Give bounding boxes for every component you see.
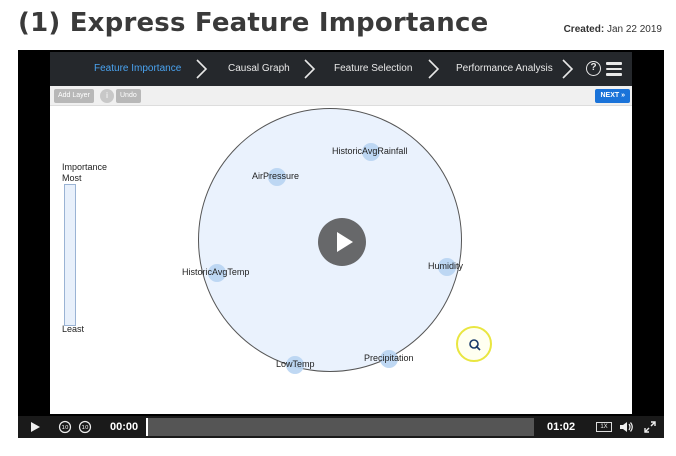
feature-node-historicavgrainfall[interactable] xyxy=(362,143,380,161)
help-icon[interactable]: ? xyxy=(586,61,601,76)
feature-label: Precipitation xyxy=(364,353,414,363)
feature-node-precipitation[interactable] xyxy=(380,350,398,368)
created-date: Created: Jan 22 2019 xyxy=(564,24,662,35)
nav-step-feature-importance[interactable]: Feature Importance xyxy=(94,63,182,74)
speed-button[interactable]: 1X xyxy=(596,422,612,432)
info-icon[interactable]: i xyxy=(100,89,114,103)
play-icon[interactable] xyxy=(30,422,40,432)
app-screen: Feature Importance Causal Graph Feature … xyxy=(50,52,632,414)
importance-scale-bar xyxy=(64,184,76,326)
chevron-right-icon xyxy=(562,59,574,79)
video-player[interactable]: Feature Importance Causal Graph Feature … xyxy=(18,50,664,438)
feature-label: Humidity xyxy=(428,261,464,271)
rewind-10-icon[interactable]: 10 xyxy=(58,420,72,434)
chevron-right-icon xyxy=(196,59,208,79)
feature-label: HistoricAvgRainfall xyxy=(332,146,408,156)
feature-node-humidity[interactable] xyxy=(438,258,456,276)
feature-label: AirPressure xyxy=(252,171,300,181)
progress-bar[interactable] xyxy=(146,418,534,436)
page-header: (1) Express Feature Importance Created: … xyxy=(0,0,676,48)
legend-title: Importance xyxy=(62,162,108,172)
play-overlay-button[interactable] xyxy=(318,218,366,266)
svg-text:10: 10 xyxy=(62,425,69,431)
feature-label: HistoricAvgTemp xyxy=(182,267,250,277)
page-title: (1) Express Feature Importance xyxy=(18,8,489,38)
volume-icon[interactable] xyxy=(620,421,634,433)
chevron-right-icon xyxy=(304,59,316,79)
created-value: Jan 22 2019 xyxy=(606,24,662,35)
next-button[interactable]: NEXT » xyxy=(595,89,630,103)
hamburger-menu-icon[interactable] xyxy=(606,62,622,76)
current-time: 00:00 xyxy=(110,421,139,433)
nav-step-performance-analysis[interactable]: Performance Analysis xyxy=(456,63,553,74)
progress-handle[interactable] xyxy=(146,418,148,436)
chevron-right-icon xyxy=(428,59,440,79)
fullscreen-icon[interactable] xyxy=(644,421,656,433)
nav-step-feature-selection[interactable]: Feature Selection xyxy=(334,63,413,74)
forward-10-icon[interactable]: 10 xyxy=(78,420,92,434)
toolbar: Add Layer i Undo NEXT » xyxy=(50,86,632,106)
feature-label: LowTemp xyxy=(276,359,315,369)
feature-node-lowtemp[interactable] xyxy=(286,356,304,374)
player-controls: 10 10 00:00 01:02 1X xyxy=(18,416,664,438)
legend-most: Most xyxy=(62,173,82,183)
feature-node-airpressure[interactable] xyxy=(268,168,286,186)
legend-least: Least xyxy=(62,324,85,334)
total-time: 01:02 xyxy=(547,421,576,433)
feature-node-historicavgtemp[interactable] xyxy=(208,264,226,282)
step-navbar: Feature Importance Causal Graph Feature … xyxy=(50,52,632,86)
nav-step-causal-graph[interactable]: Causal Graph xyxy=(228,63,290,74)
cursor-highlight xyxy=(456,326,492,362)
undo-button[interactable]: Undo xyxy=(116,89,141,103)
created-label: Created: xyxy=(563,24,605,35)
add-layer-button[interactable]: Add Layer xyxy=(54,89,94,103)
svg-text:10: 10 xyxy=(82,425,89,431)
cursor-icon xyxy=(469,339,481,351)
